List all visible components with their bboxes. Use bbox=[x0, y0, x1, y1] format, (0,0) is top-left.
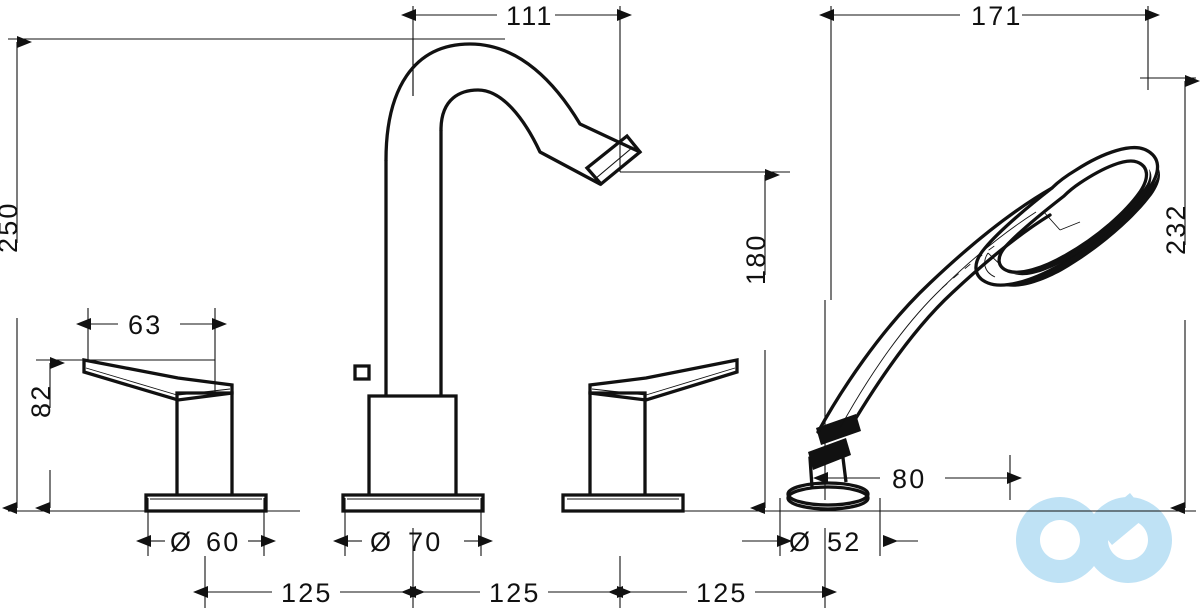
left-handle bbox=[82, 358, 268, 513]
dimension-250: 250 bbox=[0, 36, 32, 514]
dimension-diameter-60-symbol: Ø bbox=[170, 527, 193, 557]
dimension-80: 80 bbox=[813, 464, 1022, 494]
dimension-180-text: 180 bbox=[741, 233, 771, 285]
dimension-63-text: 63 bbox=[128, 310, 162, 340]
dimension-82: 82 bbox=[26, 357, 65, 514]
dimension-diameter-70: Ø 70 bbox=[333, 527, 493, 557]
dimension-diameter-70-text: 70 bbox=[408, 527, 442, 557]
dimension-180: 180 bbox=[741, 169, 780, 514]
dimension-diameter-70-symbol: Ø bbox=[370, 527, 393, 557]
dimension-171-text: 171 bbox=[971, 1, 1023, 31]
dimension-232-text: 232 bbox=[1161, 203, 1191, 255]
dimension-63: 63 bbox=[76, 310, 227, 340]
dimension-125-2-text: 125 bbox=[489, 578, 541, 608]
extension-lines bbox=[8, 6, 1196, 608]
dimension-diameter-60: Ø 60 bbox=[136, 527, 276, 557]
dimension-125-3-text: 125 bbox=[696, 578, 748, 608]
dimension-diameter-52: Ø 52 bbox=[742, 527, 918, 557]
handshower bbox=[786, 145, 1160, 511]
dimension-diameter-60-text: 60 bbox=[206, 527, 240, 557]
dimension-111: 111 bbox=[401, 1, 632, 31]
dimension-chain-125: 125 125 125 bbox=[193, 578, 837, 608]
dimension-232: 232 bbox=[1161, 75, 1200, 514]
right-handle bbox=[561, 357, 739, 513]
dimension-82-text: 82 bbox=[26, 384, 56, 418]
dimension-250-text: 250 bbox=[0, 201, 23, 253]
dimension-171: 171 bbox=[819, 1, 1160, 31]
dimension-125-1-text: 125 bbox=[281, 578, 333, 608]
dimension-diameter-52-text: 52 bbox=[827, 527, 861, 557]
dimension-diameter-52-symbol: Ø bbox=[789, 527, 812, 557]
dimension-80-text: 80 bbox=[892, 464, 926, 494]
center-spout bbox=[341, 42, 643, 513]
dimension-111-text: 111 bbox=[506, 1, 554, 31]
watermark-infinity-logo bbox=[1016, 493, 1172, 583]
